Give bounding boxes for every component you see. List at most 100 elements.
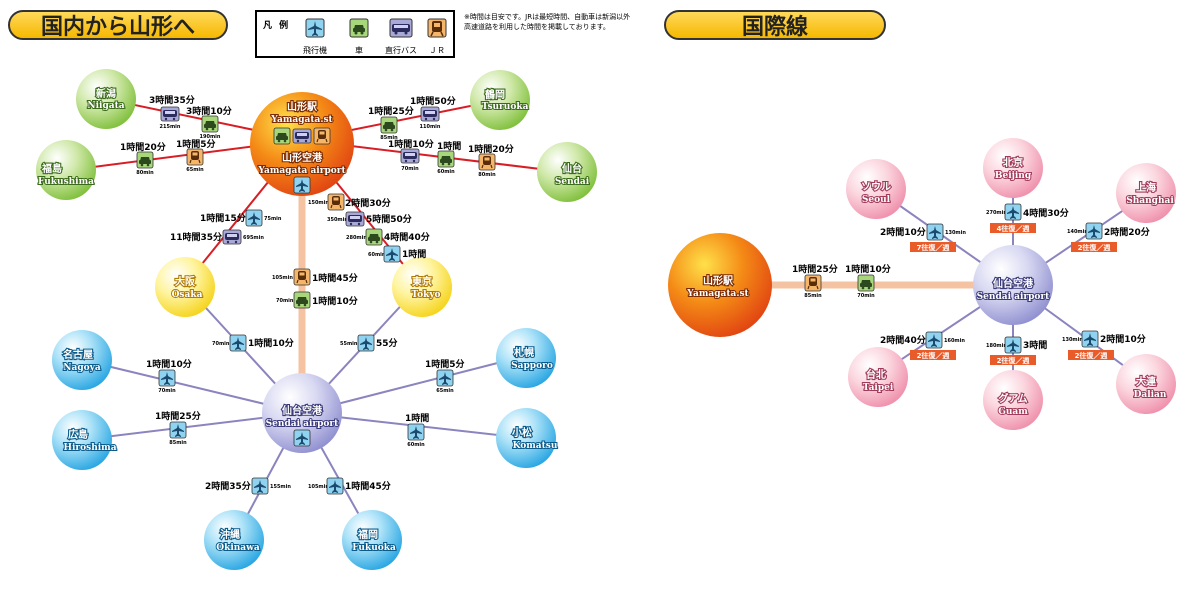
city-name-en-taipei: Taipei [863,383,894,393]
minutes-label: 70min [158,388,176,394]
city-name-en-tokyo: Tokyo [411,290,440,300]
node-niigata: 新潟 Niigata [76,69,136,129]
node-tokyo: 東京 Tokyo [392,257,452,317]
node-osaka: 大阪 Osaka [155,257,215,317]
bus-icon [400,148,420,164]
time-label: 1時間 [405,412,429,424]
node-fukuoka: 福岡 Fukuoka [342,510,402,570]
car-icon [293,291,311,309]
plane-icon [925,331,943,349]
plane-icon [251,477,269,495]
city-name-en-sendai: Sendai [555,177,590,187]
node-hiroshima: 広島 Hiroshima [52,410,118,470]
time-label: 3時間10分 [186,105,232,117]
train-icon [478,153,496,171]
freq-label: 2往復／週 [1075,351,1108,360]
city-name-en-tsuruoka: Tsuruoka [482,102,529,112]
car-icon [437,150,455,168]
city-name-en-okinawa: Okinawa [216,543,260,553]
legend-car-label: 車 [355,46,363,55]
plane-icon [293,176,311,194]
city-name-komatsu: 小松 [511,426,532,439]
city-name-dalian: 大連 [1136,375,1157,388]
city-name-en-beijing: Beijing [995,171,1032,181]
minutes-label: 70min [401,166,419,172]
minutes-label: 70min [276,298,294,304]
time-label: 1時間20分 [468,143,514,155]
legend-plane: 飛行機 [295,18,335,56]
time-label: 1時間25分 [368,105,414,117]
city-name-en-osaka: Osaka [172,290,203,300]
minutes-label: 65min [436,388,454,394]
freq-badge [910,242,956,252]
city-name-en-hiroshima: Hiroshima [63,443,116,453]
freq-badge [1071,242,1117,252]
train-icon [804,274,822,292]
minutes-label: 130min [1062,337,1083,343]
time-label: 3時間 [1023,339,1047,351]
car-icon [365,228,383,246]
time-label: 1時間10分 [146,358,192,370]
bus-icon [292,128,312,144]
freq-label: 2往復／週 [997,356,1030,365]
node-sapporo: 札幌 Sapporo [496,328,556,388]
city-name-okinawa: 沖縄 [220,528,240,541]
node-seoul: ソウル Seoul [846,159,906,219]
train-icon [186,148,204,166]
node-yamagata-hub: 山形駅 Yamagata.st 山形空港 Yamagata airport [250,92,354,196]
minutes-label: 105min [308,484,329,490]
legend-jr-label: ＪＲ [429,46,445,55]
time-label: 1時間10分 [248,337,294,349]
time-label: 2時間10分 [1100,333,1146,345]
city-name-en-fukushima: Fukushima [38,177,94,187]
legend-note: ※時間は目安です。JRは最短時間、自動車は新潟以外高速道路を利用した時間を掲載し… [464,13,631,31]
city-name-seoul: ソウル [861,181,891,193]
minutes-label: 105min [272,275,293,281]
bus-icon [420,106,440,122]
intl-yamagata-name: 山形駅 [703,274,734,287]
node-tsuruoka: 鶴岡 Tsuruoka [470,70,530,130]
city-name-en-shanghai: Shanghai [1126,196,1174,206]
node-dalian: 大連 Dalian [1116,354,1176,414]
train-icon [293,268,311,286]
domestic-title: 国内から山形へ [8,10,228,40]
node-nagoya: 名古屋 Nagoya [52,330,112,390]
plane-icon [357,334,375,352]
time-label: 1時間25分 [155,410,201,422]
minutes-label: 190min [200,134,221,140]
hub-yamagata-station-en: Yamagata.st [270,115,333,125]
minutes-label: 65min [186,167,204,173]
bus-icon [160,106,180,122]
hub-sendai-airport-en: Sendai airport [266,419,339,429]
plane-icon [1085,222,1103,240]
city-name-tsuruoka: 鶴岡 [485,88,505,101]
node-shanghai: 上海 Shanghai [1116,163,1176,223]
city-name-en-seoul: Seoul [862,195,891,205]
minutes-label: 60min [437,169,455,175]
minutes-label: 155min [270,484,291,490]
city-name-tokyo: 東京 [412,275,432,288]
freq-label: 2往復／週 [917,351,950,360]
plane-icon [326,477,344,495]
city-name-en-niigata: Niigata [87,101,124,111]
time-label: 4時間40分 [384,231,430,243]
train-icon [327,193,345,211]
car-icon [380,116,398,134]
hub-yamagata-airport-en: Yamagata airport [257,166,346,176]
plane-icon [1004,203,1022,221]
car-icon [349,18,369,38]
international-nodes: 山形駅 Yamagata.st 仙台空港 Sendai airport ソウル … [668,138,1176,430]
time-label: 55分 [376,337,398,349]
freq-badge [990,355,1036,365]
domestic-nodes: 新潟 Niigata 福島 Fukushima 鶴岡 Tsuruoka 仙台 S… [36,69,597,570]
minutes-label: 180min [986,343,1007,349]
time-label: 2時間40分 [880,334,926,346]
city-name-niigata: 新潟 [96,87,116,100]
legend-title: 凡 例 [263,21,291,31]
city-name-fukuoka: 福岡 [357,528,378,541]
minutes-label: 80min [478,172,496,178]
international-title: 国際線 [664,10,886,40]
freq-badge [910,350,956,360]
city-name-en-dalian: Dalian [1134,390,1167,400]
node-sendai: 仙台 Sendai [537,142,597,202]
